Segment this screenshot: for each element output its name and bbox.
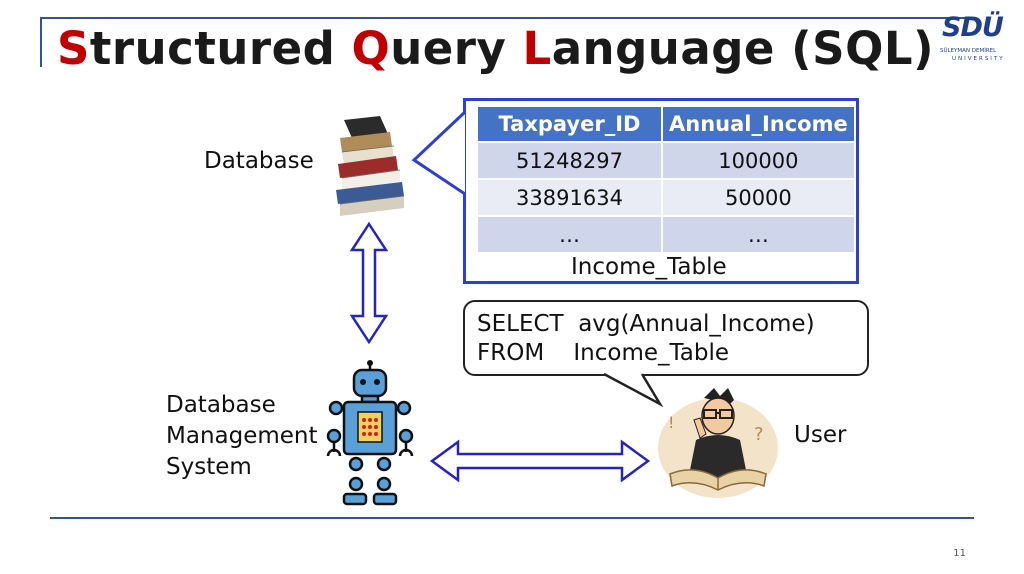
- table-header-row: Taxpayer_ID Annual_Income: [476, 105, 856, 143]
- table-cell: 100000: [661, 141, 856, 180]
- table-cell: 50000: [661, 178, 856, 217]
- user-reading-icon: ! ?: [658, 388, 778, 498]
- left-frame-line: [40, 17, 42, 67]
- horizontal-double-arrow: [430, 439, 650, 483]
- logo-line1: SÜLEYMAN DEMİREL: [940, 48, 997, 54]
- sql-line-1: SELECT avg(Annual_Income): [477, 311, 815, 337]
- user-label: User: [794, 422, 847, 448]
- logo-mark: SDÜ: [942, 12, 1004, 43]
- university-logo: SDÜ SÜLEYMAN DEMİREL UNIVERSITY: [938, 12, 1010, 64]
- income-table: Taxpayer_ID Annual_Income 51248297 10000…: [476, 105, 856, 254]
- table-header-taxpayer-id: Taxpayer_ID: [476, 105, 663, 143]
- top-frame-line: [40, 17, 974, 19]
- table-header-annual-income: Annual_Income: [661, 105, 856, 143]
- svg-text:!: !: [668, 413, 674, 432]
- table-cell: …: [661, 215, 856, 254]
- callout-pointer: [411, 110, 467, 196]
- page-number: 11: [953, 548, 966, 559]
- slide-title: Structured Query Language (SQL): [57, 22, 935, 75]
- table-caption: Income_Table: [571, 254, 727, 280]
- table-row: 51248297 100000: [476, 141, 856, 180]
- bottom-frame-line: [50, 517, 974, 519]
- bubble-tail: [603, 372, 664, 408]
- sql-line-2: FROM Income_Table: [477, 340, 730, 366]
- robot-icon: [326, 360, 414, 506]
- table-cell: 51248297: [476, 141, 663, 180]
- dbms-label: Database Management System: [166, 392, 318, 480]
- database-label: Database: [204, 148, 314, 174]
- table-row: 33891634 50000: [476, 178, 856, 217]
- vertical-double-arrow: [349, 222, 389, 344]
- sql-query-bubble: [463, 300, 869, 376]
- sql-query-text: SELECT avg(Annual_Income) FROM Income_Tab…: [477, 310, 815, 368]
- table-cell: 33891634: [476, 178, 663, 217]
- table-cell: …: [476, 215, 663, 254]
- logo-line2: UNIVERSITY: [952, 56, 1005, 62]
- svg-text:?: ?: [754, 424, 764, 445]
- table-row: … …: [476, 215, 856, 254]
- database-books-icon: [336, 116, 405, 216]
